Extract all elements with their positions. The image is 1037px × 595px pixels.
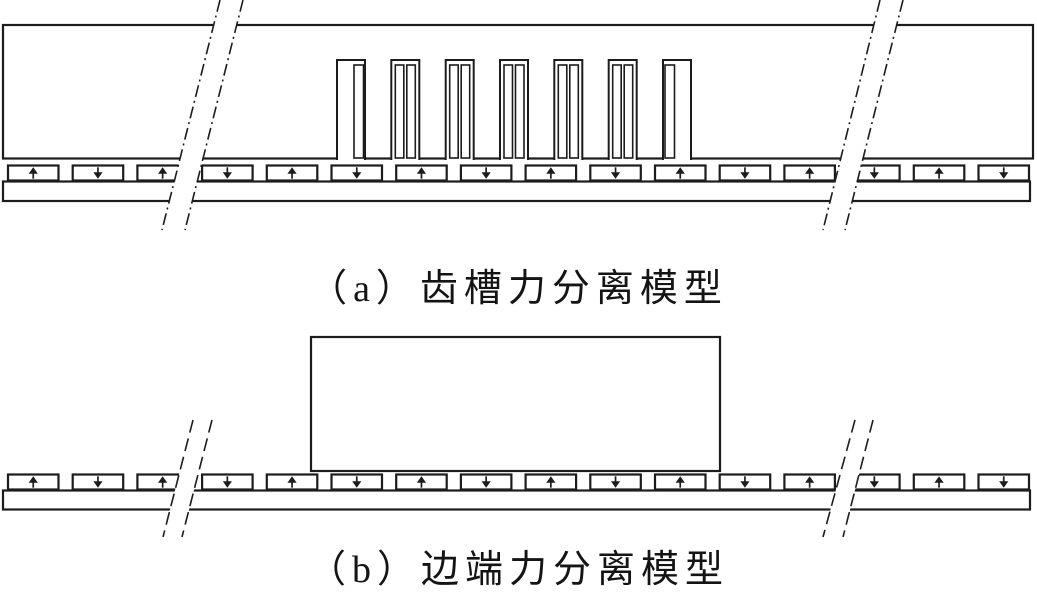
coil-side <box>394 64 405 159</box>
down-arrow-icon <box>869 172 879 179</box>
break-line <box>162 419 194 538</box>
down-arrow-icon <box>222 172 232 179</box>
down-arrow-icon <box>610 172 621 179</box>
break-band <box>162 0 243 230</box>
coil-side <box>664 64 676 159</box>
down-arrow-icon <box>740 172 750 179</box>
down-arrow-icon <box>481 172 491 179</box>
coil-side <box>405 64 417 159</box>
magnet-array <box>6 164 1031 182</box>
back-iron-bar <box>1 489 1032 511</box>
coil-side <box>611 64 623 159</box>
caption-panel-a: （a）齿槽力分离模型 <box>309 268 728 310</box>
up-arrow-icon <box>416 476 427 483</box>
up-arrow-icon <box>287 476 297 483</box>
down-arrow-icon <box>740 481 750 488</box>
up-arrow-icon <box>158 476 168 483</box>
up-arrow-icon <box>28 476 38 483</box>
break-line <box>822 419 856 538</box>
down-arrow-icon <box>93 481 103 488</box>
break-line <box>842 419 874 538</box>
coil-side <box>353 64 365 159</box>
break-line <box>161 0 221 231</box>
down-arrow-icon <box>869 481 879 488</box>
plain-core <box>309 335 722 473</box>
up-arrow-icon <box>934 476 944 483</box>
down-arrow-icon <box>352 481 362 488</box>
coil-side <box>460 64 471 159</box>
break-band <box>823 0 903 230</box>
down-arrow-icon <box>352 172 362 179</box>
up-arrow-icon <box>287 167 297 174</box>
down-arrow-icon <box>93 172 103 179</box>
up-arrow-icon <box>546 476 556 483</box>
coil-side <box>557 64 568 159</box>
up-arrow-icon <box>805 476 815 483</box>
down-arrow-icon <box>999 481 1009 488</box>
up-arrow-icon <box>28 167 38 174</box>
coil-side <box>514 64 525 159</box>
up-arrow-icon <box>675 476 685 483</box>
coil-side <box>623 64 634 159</box>
down-arrow-icon <box>999 172 1009 179</box>
down-arrow-icon <box>610 481 621 488</box>
break-line <box>822 0 881 231</box>
coil-side <box>568 64 580 159</box>
up-arrow-icon <box>416 167 427 174</box>
break-line <box>184 0 244 231</box>
up-arrow-icon <box>805 167 815 174</box>
magnet-array <box>6 473 1031 491</box>
down-arrow-icon <box>222 481 232 488</box>
up-arrow-icon <box>158 167 168 174</box>
break-line <box>181 419 213 538</box>
up-arrow-icon <box>546 167 556 174</box>
up-arrow-icon <box>675 167 685 174</box>
coil-side <box>448 64 460 159</box>
panel-b-diagram <box>1 335 1032 538</box>
panel-a-diagram <box>1 0 1035 231</box>
slot-array <box>336 59 692 160</box>
break-band <box>163 420 212 537</box>
break-band <box>823 420 873 537</box>
down-arrow-icon <box>481 481 491 488</box>
back-iron-bar <box>1 180 1032 203</box>
coil-side <box>503 64 514 159</box>
caption-panel-b: （b）边端力分离模型 <box>307 549 729 591</box>
break-line <box>844 0 904 231</box>
up-arrow-icon <box>934 167 944 174</box>
